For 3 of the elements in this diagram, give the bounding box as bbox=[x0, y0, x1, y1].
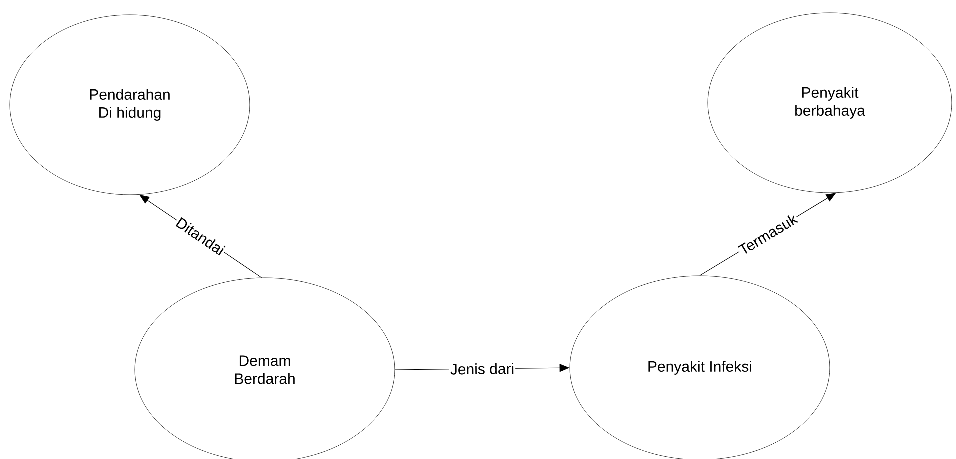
edge-label: Jenis dari bbox=[449, 362, 516, 376]
ellipse-node: Penyakit berbahaya bbox=[708, 12, 952, 194]
ellipse-node: Pendarahan Di hidung bbox=[10, 14, 250, 196]
